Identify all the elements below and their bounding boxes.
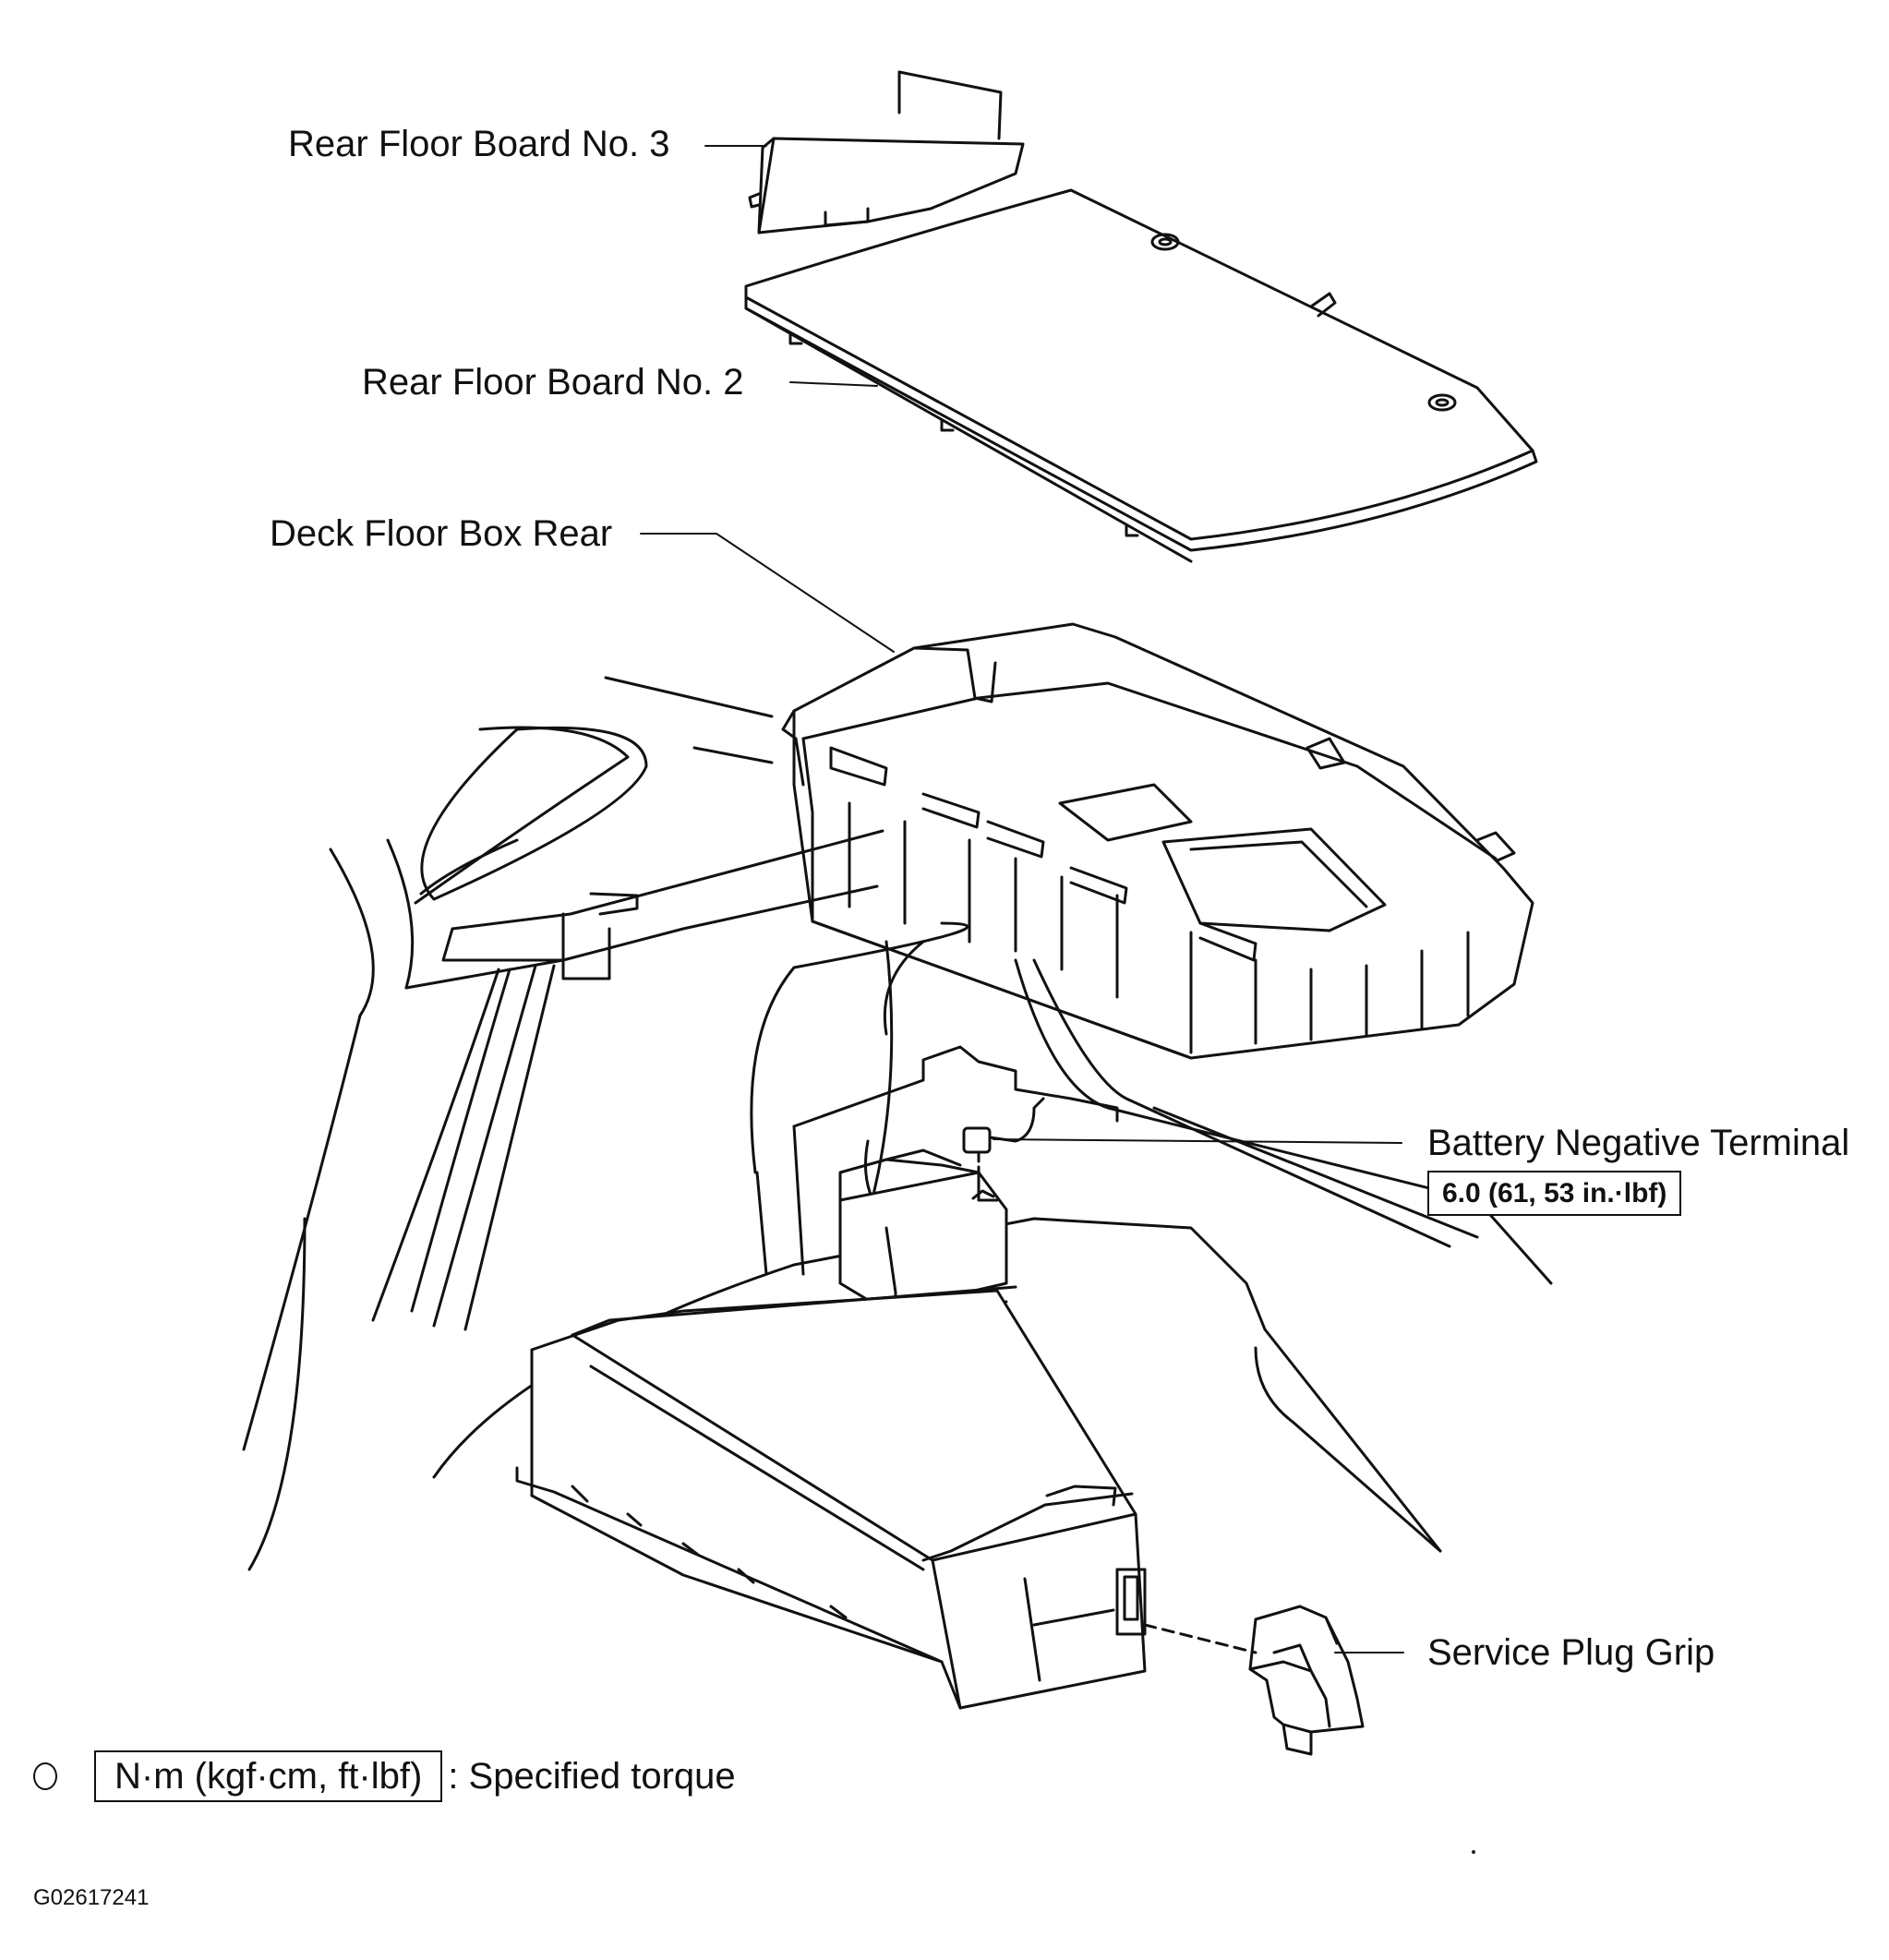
auxiliary-battery-drawing bbox=[792, 1045, 1119, 1324]
deck-floor-box-rear-drawing bbox=[781, 622, 1534, 1060]
battery-negative-terminal-label: Battery Negative Terminal bbox=[1427, 1123, 1850, 1163]
torque-legend-text: : Specified torque bbox=[448, 1755, 736, 1797]
service-plug-grip-drawing bbox=[1143, 1605, 1365, 1756]
torque-unit-box: N·m (kgf·cm, ft·lbf) bbox=[94, 1750, 443, 1802]
rear-floor-board-3-label: Rear Floor Board No. 3 bbox=[288, 124, 670, 164]
vehicle-body-outline bbox=[242, 676, 1553, 1571]
torque-symbol-icon bbox=[33, 1762, 57, 1790]
rear-floor-board-3-drawing bbox=[748, 70, 1025, 234]
service-plug-grip-label: Service Plug Grip bbox=[1427, 1632, 1715, 1673]
figure-code: G02617241 bbox=[33, 1885, 150, 1910]
torque-legend: N·m (kgf·cm, ft·lbf) : Specified torque bbox=[33, 1750, 736, 1802]
battery-terminal-torque-spec: 6.0 (61, 53 in.·lbf) bbox=[1427, 1171, 1682, 1216]
leader-lines bbox=[640, 145, 1404, 1653]
rear-floor-board-2-label: Rear Floor Board No. 2 bbox=[362, 362, 744, 403]
hybrid-battery-pack-drawing bbox=[515, 1285, 1147, 1710]
deck-floor-box-rear-label: Deck Floor Box Rear bbox=[270, 513, 613, 554]
stray-mark bbox=[1472, 1850, 1475, 1854]
rear-floor-board-2-drawing bbox=[744, 188, 1538, 563]
